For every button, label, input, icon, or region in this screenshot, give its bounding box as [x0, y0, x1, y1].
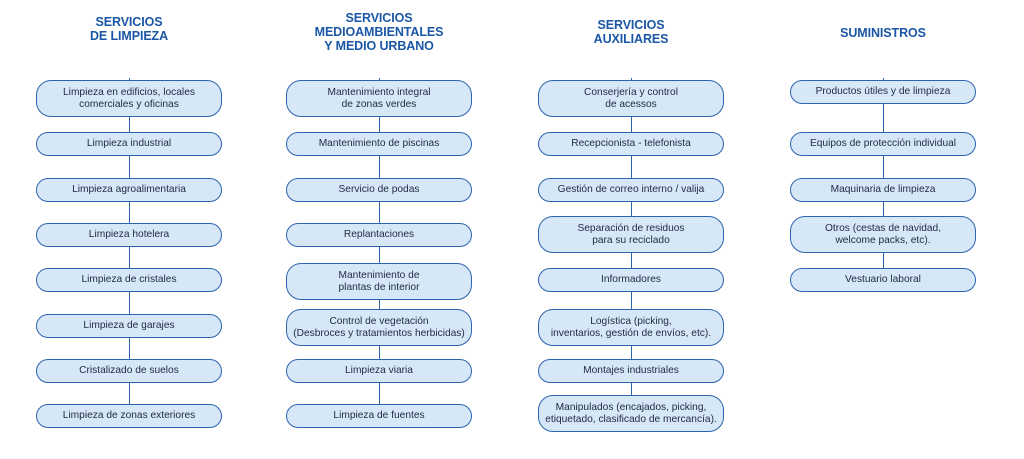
column-title: SERVICIOS MEDIOAMBIENTALES Y MEDIO URBAN… [314, 11, 444, 53]
service-box: Limpieza industrial [36, 132, 222, 156]
supply-box: Equipos de protección individual [790, 132, 976, 156]
service-box: Replantaciones [286, 223, 472, 247]
service-box: Limpieza de fuentes [286, 404, 472, 428]
column-suministros: SUMINISTROS Productos útiles y de limpie… [788, 0, 978, 459]
column-servicios-auxiliares: SERVICIOS AUXILIARES Conserjería y contr… [536, 0, 726, 459]
service-box: Servicio de podas [286, 178, 472, 202]
service-box: Control de vegetación (Desbroces y trata… [286, 309, 472, 346]
service-box: Logística (picking, inventarios, gestión… [538, 309, 724, 346]
service-box: Limpieza viaria [286, 359, 472, 383]
service-box: Mantenimiento de plantas de interior [286, 263, 472, 300]
supply-box: Otros (cestas de navidad, welcome packs,… [790, 216, 976, 253]
supply-box: Productos útiles y de limpieza [790, 80, 976, 104]
service-box: Conserjería y control de acessos [538, 80, 724, 117]
connector-line [378, 78, 380, 416]
column-servicios-limpieza: SERVICIOS DE LIMPIEZA Limpieza en edific… [34, 0, 224, 459]
service-box: Gestión de correo interno / valija [538, 178, 724, 202]
supply-box: Vestuario laboral [790, 268, 976, 292]
service-box: Limpieza hotelera [36, 223, 222, 247]
service-box: Limpieza de garajes [36, 314, 222, 338]
service-box: Limpieza en edificios, locales comercial… [36, 80, 222, 117]
service-box: Mantenimiento de piscinas [286, 132, 472, 156]
service-box: Informadores [538, 268, 724, 292]
column-servicios-medioambientales: SERVICIOS MEDIOAMBIENTALES Y MEDIO URBAN… [284, 0, 474, 459]
service-box: Limpieza de zonas exteriores [36, 404, 222, 428]
service-box: Recepcionista - telefonista [538, 132, 724, 156]
service-box: Manipulados (encajados, picking, etiquet… [538, 395, 724, 432]
column-title: SERVICIOS AUXILIARES [593, 18, 669, 46]
column-title: SERVICIOS DE LIMPIEZA [89, 15, 169, 43]
service-box: Montajes industriales [538, 359, 724, 383]
supply-box: Maquinaria de limpieza [790, 178, 976, 202]
service-box: Mantenimiento integral de zonas verdes [286, 80, 472, 117]
service-box: Separación de residuos para su reciclado [538, 216, 724, 253]
service-box: Cristalizado de suelos [36, 359, 222, 383]
connector-line [128, 78, 130, 416]
service-box: Limpieza de cristales [36, 268, 222, 292]
service-box: Limpieza agroalimentaria [36, 178, 222, 202]
column-title: SUMINISTROS [840, 26, 926, 40]
